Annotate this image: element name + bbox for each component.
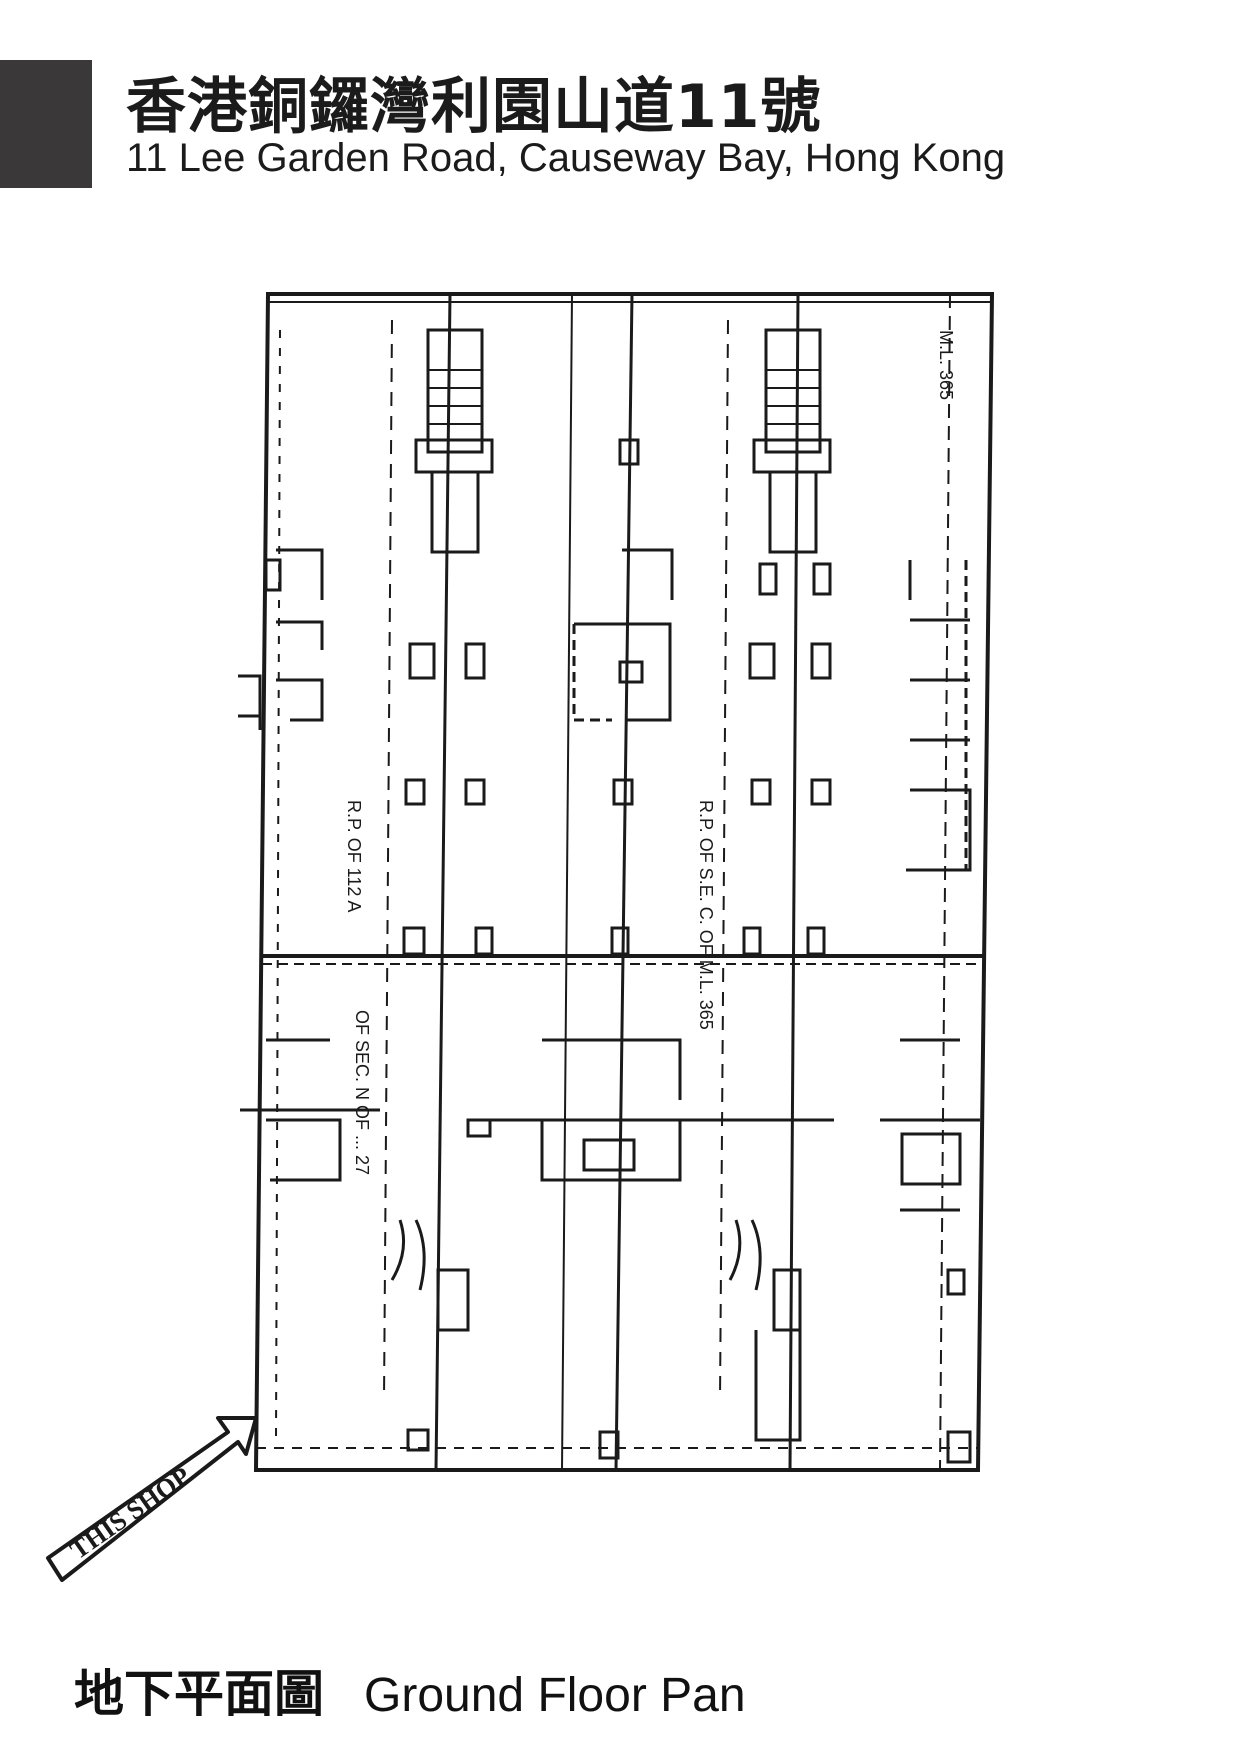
title-chinese: 香港銅鑼灣利園山道11號 bbox=[126, 72, 822, 142]
plan-label-right: M.L. 365 bbox=[936, 330, 956, 400]
plan-outline bbox=[238, 292, 995, 1472]
this-shop-arrow: THIS SHOP bbox=[46, 1416, 258, 1582]
plan-annotations: R.P. OF 112 A R.P. OF S.E. C. OF M.L. 36… bbox=[344, 330, 956, 1175]
floor-plan-caption: 地下平面圖 Ground Floor Pan bbox=[74, 1654, 746, 1726]
plan-label-center: R.P. OF S.E. C. OF M.L. 365 bbox=[696, 800, 716, 1030]
this-shop-label: THIS SHOP bbox=[65, 1461, 196, 1565]
header-block bbox=[0, 60, 92, 188]
title-english: 11 Lee Garden Road, Causeway Bay, Hong K… bbox=[126, 136, 1006, 180]
plan-label-lower-left: OF SEC. N OF ... 27 bbox=[352, 1010, 372, 1175]
caption-english: Ground Floor Pan bbox=[364, 1669, 746, 1722]
caption-chinese: 地下平面圖 bbox=[74, 1665, 324, 1723]
plan-label-upper-left: R.P. OF 112 A bbox=[344, 800, 364, 912]
